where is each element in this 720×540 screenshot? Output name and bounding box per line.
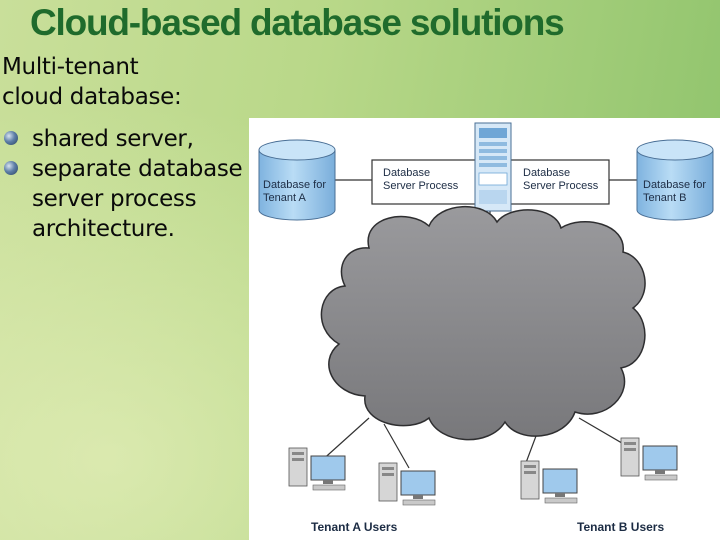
process-a-label-2: Server Process [383,180,459,192]
slide-title: Cloud-based database solutions [30,2,565,43]
workstation-icon [620,437,678,481]
bullet-icon [4,161,18,175]
process-b-label-2: Server Process [523,180,599,192]
bullet-list: shared server, separate database server … [4,124,249,244]
intro-text: Multi-tenant cloud database: [2,52,182,112]
database-tenant-b: Database for Tenant B [636,139,714,221]
cloud-shape [320,206,646,441]
bullet-item: separate database server process archite… [4,154,249,244]
database-tenant-a: Database for Tenant A [258,139,336,221]
process-a-label-1: Database [383,167,430,179]
db-b-label-2: Tenant B [643,192,686,204]
db-b-label-1: Database for [643,179,706,191]
tenant-a-users-label: Tenant A Users [311,520,398,534]
db-a-label-2: Tenant A [263,192,306,204]
bullet-text: separate database server process archite… [32,156,243,242]
line-cloud-a2 [383,423,410,469]
workstation-icon [520,460,578,504]
workstation-icon [288,447,346,491]
bullet-text: shared server, [32,126,194,152]
bullet-item: shared server, [4,124,249,154]
server-tower-icon [474,122,512,212]
intro-line: Multi-tenant [2,54,139,80]
tenant-b-users-label: Tenant B Users [577,520,664,534]
architecture-figure: Database for Tenant A Database for Tenan… [249,118,720,540]
process-b-label-1: Database [523,167,570,179]
intro-line: cloud database: [2,84,182,110]
architecture-diagram: Database for Tenant A Database for Tenan… [258,122,714,534]
bullet-icon [4,131,18,145]
workstation-icon [378,462,436,506]
db-a-label-1: Database for [263,179,326,191]
